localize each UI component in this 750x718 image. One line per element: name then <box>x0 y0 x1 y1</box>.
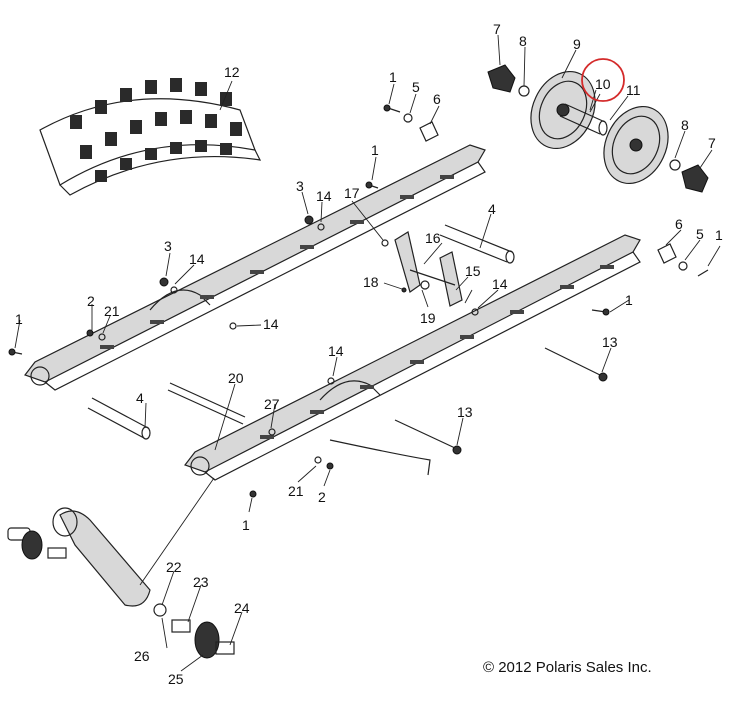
callout-4: 4 <box>136 390 144 406</box>
callout-11: 11 <box>626 82 641 98</box>
callout-27: 27 <box>264 396 280 412</box>
callout-1: 1 <box>715 227 723 243</box>
callout-25: 25 <box>168 671 184 687</box>
callout-18: 18 <box>363 274 379 290</box>
callout-14: 14 <box>492 276 508 292</box>
callout-9: 9 <box>573 36 581 52</box>
callout-7: 7 <box>493 21 501 37</box>
shock-assembly <box>7 507 235 659</box>
callout-21: 21 <box>104 303 120 319</box>
left-rail <box>24 144 486 391</box>
callout-5: 5 <box>696 226 704 242</box>
callout-1: 1 <box>389 69 397 85</box>
callout-8: 8 <box>519 33 527 49</box>
callout-23: 23 <box>193 574 209 590</box>
callout-15: 15 <box>465 263 481 279</box>
callout-14: 14 <box>189 251 205 267</box>
callout-1: 1 <box>15 311 23 327</box>
callout-2: 2 <box>87 293 95 309</box>
leader-lines <box>14 34 721 672</box>
callout-22: 22 <box>166 559 182 575</box>
callout-7: 7 <box>708 135 716 151</box>
callout-21: 21 <box>288 483 304 499</box>
callout-10-highlight-circle <box>581 58 625 102</box>
callout-10: 10 <box>595 76 611 92</box>
callout-19: 19 <box>420 310 436 326</box>
callout-13: 13 <box>602 334 618 350</box>
callout-labels: 1 1 1 1 1 1 2 2 3 3 4 4 5 5 6 6 7 7 8 8 … <box>15 21 723 687</box>
callout-6: 6 <box>675 216 683 232</box>
callout-16: 16 <box>425 230 441 246</box>
callout-14: 14 <box>263 316 279 332</box>
callout-1: 1 <box>371 142 379 158</box>
idler-wheel-assembly <box>487 64 709 193</box>
right-rail <box>184 234 641 481</box>
pivot-bracket <box>394 231 463 307</box>
callout-14: 14 <box>328 343 344 359</box>
callout-20: 20 <box>228 370 244 386</box>
callout-24: 24 <box>234 600 250 616</box>
callout-4: 4 <box>488 201 496 217</box>
callout-26: 26 <box>134 648 150 664</box>
callout-1: 1 <box>625 292 633 308</box>
callout-17: 17 <box>344 185 360 201</box>
copyright-notice: © 2012 Polaris Sales Inc. <box>483 659 652 676</box>
cross-shafts <box>87 224 608 476</box>
callout-13: 13 <box>457 404 473 420</box>
callout-6: 6 <box>433 91 441 107</box>
track-section <box>39 78 262 196</box>
callout-8: 8 <box>681 117 689 133</box>
callout-1: 1 <box>242 517 250 533</box>
callout-2: 2 <box>318 489 326 505</box>
callout-5: 5 <box>412 79 420 95</box>
callout-3: 3 <box>296 178 304 194</box>
callout-3: 3 <box>164 238 172 254</box>
callout-12: 12 <box>224 64 240 80</box>
fasteners <box>8 104 709 498</box>
callout-14: 14 <box>316 188 332 204</box>
